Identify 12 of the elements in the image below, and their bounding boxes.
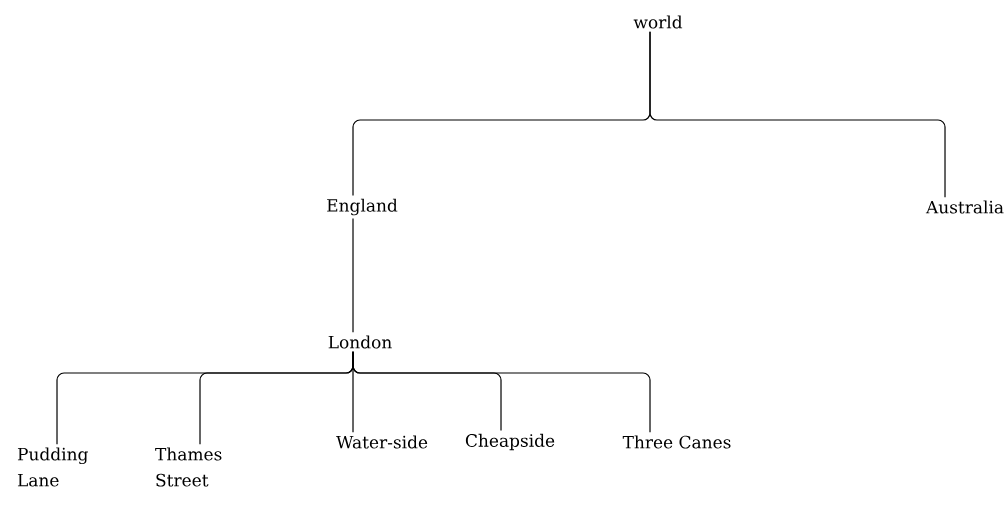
node-label: Water-side	[336, 435, 428, 449]
node-label: Pudding Lane	[17, 447, 88, 487]
node-label: world	[633, 15, 683, 29]
node-label: Australia	[925, 200, 1004, 214]
tree-connector	[352, 351, 651, 433]
node-label: London	[328, 335, 392, 349]
tree-connector	[352, 217, 354, 333]
node-label: England	[327, 198, 398, 216]
node-label: Three Canes	[622, 435, 731, 449]
node-label: Cheapside	[465, 433, 555, 451]
tree-connector	[649, 31, 946, 198]
node-label: Thames Street	[155, 447, 222, 487]
